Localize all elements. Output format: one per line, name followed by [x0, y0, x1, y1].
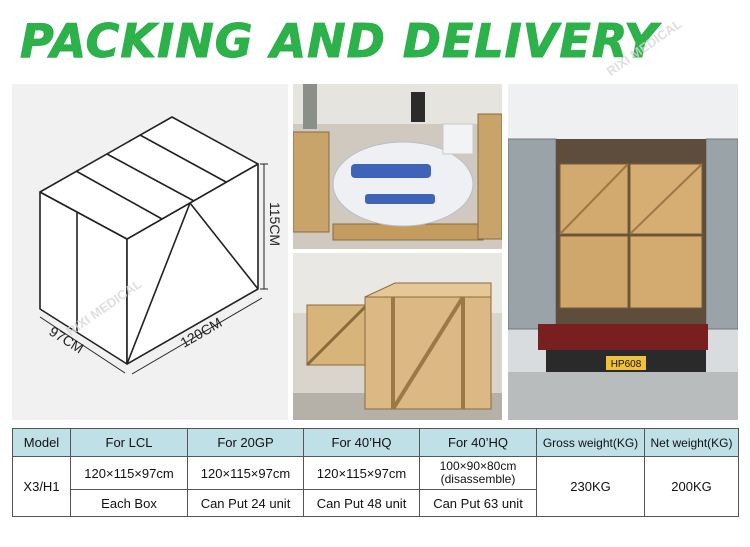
photo-machine-in-crate [293, 84, 502, 249]
cell-lcl-size: 120×115×97cm [70, 456, 188, 490]
cell-20gp-size: 120×115×97cm [187, 456, 304, 490]
cell-40hq-size: 120×115×97cm [303, 456, 420, 490]
table-header-row: Model For LCL For 20GP For 40’HQ For 40’… [12, 428, 739, 457]
header-40hq: For 40’HQ [303, 428, 420, 457]
header-net-weight: Net weight(KG) [644, 428, 739, 457]
header-20gp: For 20GP [187, 428, 304, 457]
cell-40hq-capacity: Can Put 48 unit [303, 489, 420, 517]
cell-40hq-disassembled-size: 100×90×80cm (disassemble) [419, 456, 537, 490]
packing-spec-table: Model For LCL For 20GP For 40’HQ For 40’… [12, 428, 739, 517]
cell-lcl-capacity: Each Box [70, 489, 188, 517]
header-gross-weight: Gross weight(KG) [536, 428, 645, 457]
box-dimension-diagram: 115CM 120CM 97CM [12, 84, 288, 420]
header-lcl: For LCL [70, 428, 188, 457]
table-row: X3/H1 120×115×97cm 120×115×97cm 120×115×… [12, 456, 739, 517]
cell-model: X3/H1 [12, 456, 71, 517]
header-40hq-disassembled: For 40’HQ [419, 428, 537, 457]
photo-crates-warehouse [293, 253, 502, 420]
license-plate: HP608 [611, 359, 642, 370]
photo-container-truck: HP608 [508, 84, 738, 420]
cell-40hq-disassembled-capacity: Can Put 63 unit [419, 489, 537, 517]
cell-gross-weight: 230KG [536, 456, 645, 517]
cell-20gp-capacity: Can Put 24 unit [187, 489, 304, 517]
cell-net-weight: 200KG [644, 456, 739, 517]
header-model: Model [12, 428, 71, 457]
cell-40hq-disassembled-note: (disassemble) [440, 472, 516, 486]
crate-drawing: 115CM 120CM 97CM [39, 116, 283, 375]
height-label: 115CM [267, 202, 283, 246]
table-row: Each Box Can Put 24 unit Can Put 48 unit… [13, 489, 739, 517]
cell-40hq-disassembled-dims: 100×90×80cm [439, 459, 517, 473]
page-title: PACKING AND DELIVERY [19, 14, 659, 69]
